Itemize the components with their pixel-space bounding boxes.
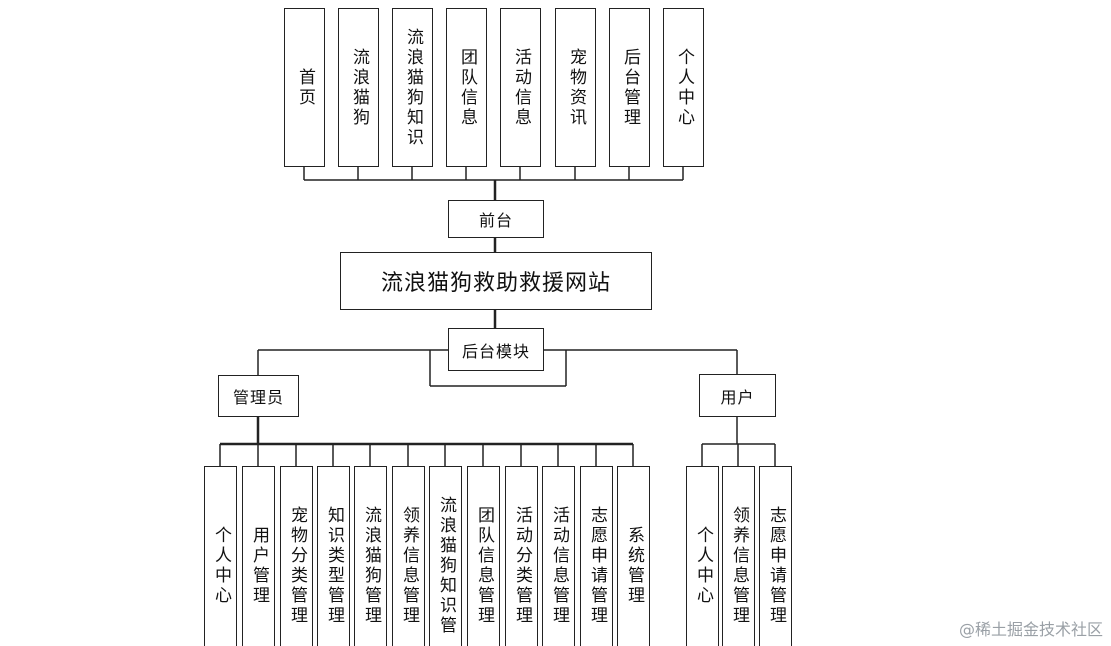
user-module: 个人中心: [686, 466, 719, 646]
admin-module: 活动信息管理: [542, 466, 575, 646]
admin-module: 个人中心: [204, 466, 237, 646]
root-system-node: 流浪猫狗救助救援网站: [340, 252, 652, 310]
user-module: 志愿申请管理: [759, 466, 792, 646]
backend-node: 后台模块: [448, 328, 544, 371]
admin-module: 用户管理: [242, 466, 275, 646]
frontend-module: 流浪猫狗: [338, 8, 379, 167]
admin-module: 知识类型管理: [317, 466, 350, 646]
user-module: 领养信息管理: [722, 466, 755, 646]
frontend-module: 团队信息: [446, 8, 487, 167]
admin-module: 活动分类管理: [505, 466, 538, 646]
watermark: @稀土掘金技术社区: [958, 620, 1103, 639]
admin-module: 领养信息管理: [392, 466, 425, 646]
frontend-module: 活动信息: [500, 8, 541, 167]
admin-module: 团队信息管理: [467, 466, 500, 646]
frontend-module: 后台管理: [609, 8, 650, 167]
admin-module: 流浪猫狗知识管: [429, 466, 462, 646]
user-node: 用户: [699, 374, 776, 417]
frontend-module: 首页: [284, 8, 325, 167]
frontend-module: 宠物资讯: [555, 8, 596, 167]
admin-module: 宠物分类管理: [280, 466, 313, 646]
frontend-module: 个人中心: [663, 8, 704, 167]
admin-module: 系统管理: [617, 466, 650, 646]
admin-module: 流浪猫狗管理: [354, 466, 387, 646]
frontend-node: 前台: [448, 200, 544, 238]
admin-node: 管理员: [218, 375, 299, 417]
admin-module: 志愿申请管理: [580, 466, 613, 646]
frontend-module: 流浪猫狗知识: [392, 8, 433, 167]
